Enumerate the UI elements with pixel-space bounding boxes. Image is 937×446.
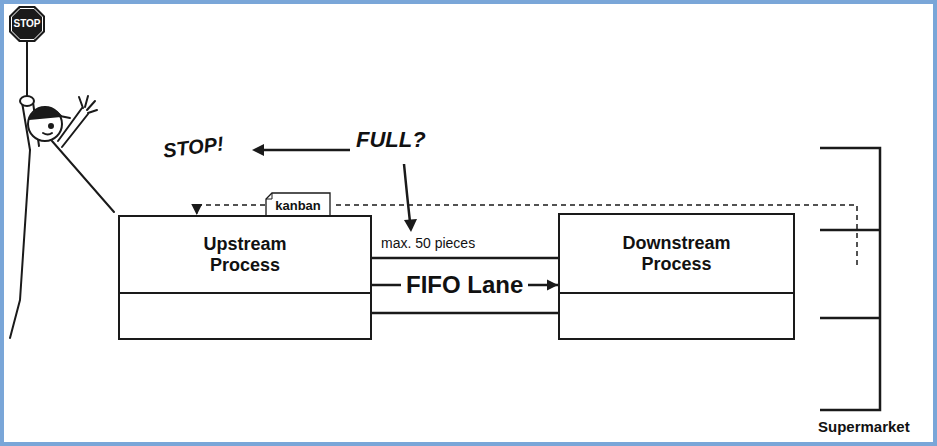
supermarket-label: Supermarket — [818, 419, 910, 436]
box-data-area — [120, 292, 370, 338]
head — [28, 107, 62, 141]
right-arm — [58, 108, 88, 147]
leader-arrow — [404, 164, 410, 222]
stick-figure — [10, 42, 114, 338]
capacity-note: max. 50 pieces — [381, 236, 475, 251]
sign-pole — [26, 42, 28, 98]
box-header: Upstream Process — [120, 217, 370, 292]
octagon — [9, 6, 45, 42]
cap-brim — [55, 115, 70, 118]
stop-sign: STOP — [8, 5, 46, 43]
connector-line — [197, 205, 265, 215]
eye — [49, 124, 53, 128]
fifo-lane-line — [372, 312, 558, 315]
process-name: Upstream Process — [203, 234, 286, 275]
arrowhead — [191, 204, 202, 215]
left-hand — [20, 96, 34, 106]
cap — [29, 108, 61, 119]
leader-arrow — [262, 149, 350, 152]
sign-text: STOP — [13, 19, 40, 29]
process-name: Downstream Process — [622, 233, 730, 274]
card — [266, 193, 330, 217]
fifo-lane-line — [372, 257, 558, 260]
arrowhead — [252, 144, 264, 156]
mouth — [43, 133, 52, 135]
arrowhead — [547, 280, 558, 291]
body — [10, 141, 114, 338]
callout-text: STOP! — [162, 132, 225, 161]
callout-text: FULL? — [356, 128, 426, 152]
process-box: Upstream Process — [118, 215, 372, 340]
right-hand — [79, 96, 97, 113]
box-data-area — [560, 292, 793, 338]
kanban-signal — [191, 204, 265, 215]
card-text: kanban — [275, 199, 321, 212]
lane-label: FIFO Lane — [401, 272, 528, 298]
arrowhead — [404, 219, 417, 232]
box-header: Downstream Process — [560, 215, 793, 292]
supermarket-rack — [820, 148, 880, 410]
card-fold — [266, 193, 272, 199]
process-box: Downstream Process — [558, 213, 795, 340]
octagon-ring — [12, 9, 43, 40]
